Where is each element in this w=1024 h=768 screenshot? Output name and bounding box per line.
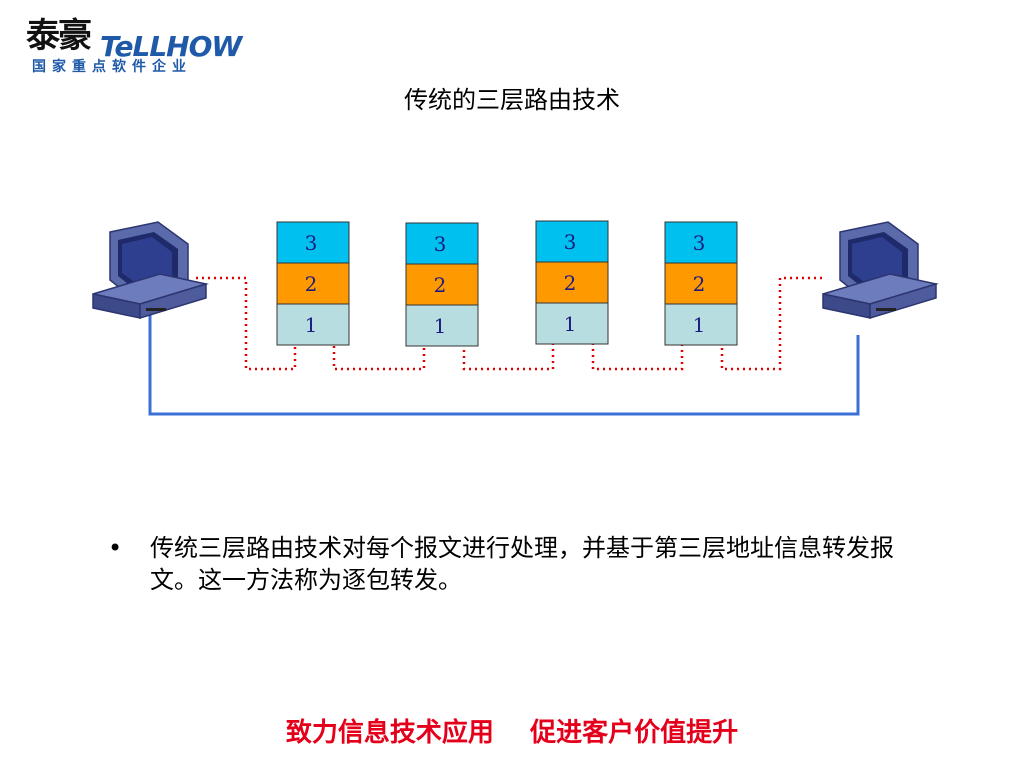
layer-label: 1 (693, 313, 706, 337)
router-stacks: 3 2 1 3 2 1 3 2 1 3 2 1 (276, 220, 738, 347)
bullet-point: • 传统三层路由技术对每个报文进行处理，并基于第三层地址信息转发报文。这一方法称… (108, 532, 928, 596)
host-link-line (148, 310, 860, 416)
layer-box-1 (276, 303, 350, 346)
logo-english: TeLLHOW (100, 30, 242, 63)
footer-slogan: 致力信息技术应用 促进客户价值提升 (285, 718, 739, 748)
computer-icon (92, 221, 209, 320)
bullet-text: 传统三层路由技术对每个报文进行处理，并基于第三层地址信息转发报文。这一方法称为逐… (150, 534, 894, 594)
layer-box-2 (405, 263, 479, 306)
slide-title: 传统的三层路由技术 (404, 86, 620, 114)
bullet-marker: • (108, 534, 123, 562)
layer-box-3 (405, 222, 479, 265)
company-logo: 泰豪 TeLLHOW 国家重点软件企业 (22, 6, 242, 76)
layer-box-3 (276, 221, 350, 264)
layer-label: 3 (693, 231, 706, 255)
layer-box-3 (535, 220, 609, 263)
layer-label: 2 (693, 272, 706, 296)
logo-chinese: 泰豪 (26, 16, 92, 56)
layer-label: 3 (564, 230, 577, 254)
layer-box-1 (405, 304, 479, 347)
layer-box-2 (276, 262, 350, 305)
layer-label: 1 (305, 313, 318, 337)
layer-label: 2 (564, 271, 577, 295)
layer-box-1 (664, 303, 738, 346)
layer-label: 1 (564, 312, 577, 336)
layer-box-2 (664, 262, 738, 305)
layer-label: 1 (434, 314, 447, 338)
layer-box-3 (664, 221, 738, 264)
layer-label: 2 (305, 272, 318, 296)
layer-box-1 (535, 302, 609, 345)
layer-label: 3 (305, 231, 318, 255)
computer-icon (822, 221, 939, 320)
layer-label: 2 (434, 273, 447, 297)
layer-label: 3 (434, 232, 447, 256)
logo-subtitle: 国家重点软件企业 (32, 59, 192, 75)
